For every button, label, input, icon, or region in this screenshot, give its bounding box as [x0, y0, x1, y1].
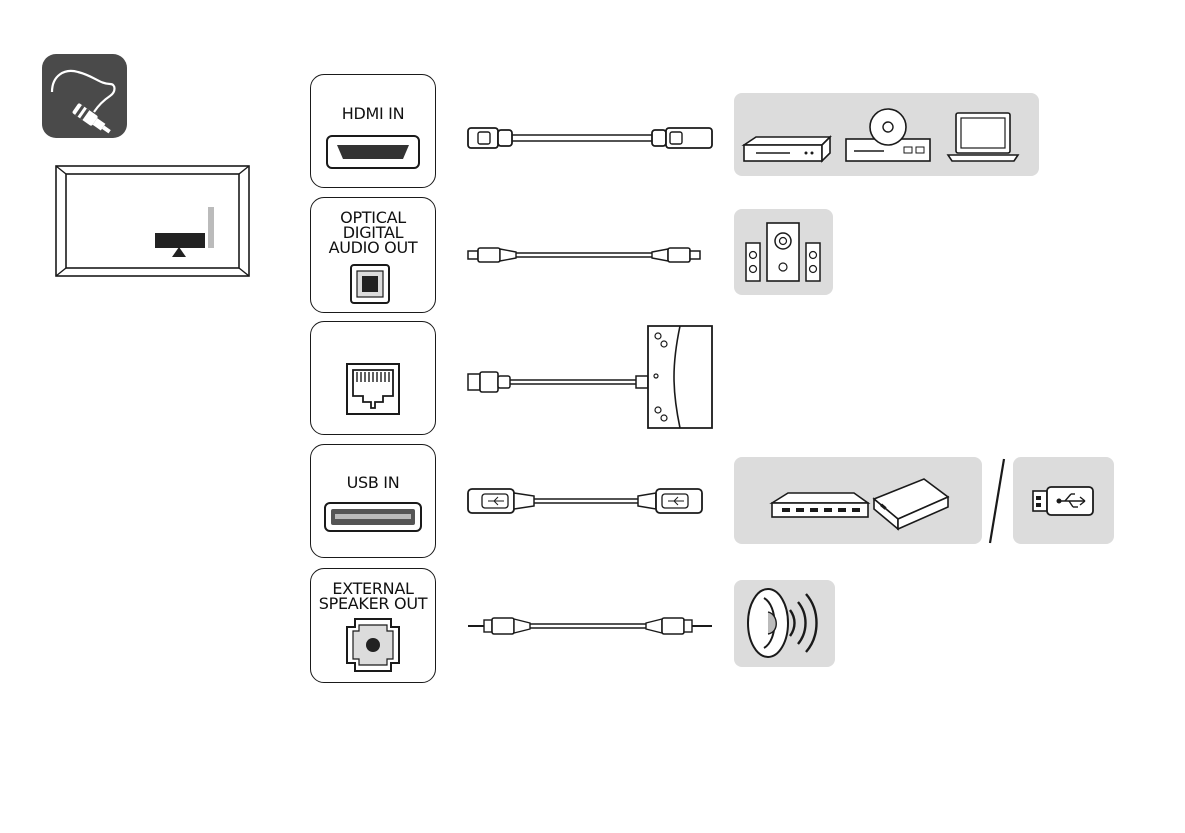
usb-devices-panel	[734, 457, 982, 544]
set-top-box-icon	[744, 137, 830, 161]
dvd-player-icon	[846, 109, 930, 161]
headphone-speaker-icon	[734, 580, 835, 667]
usb-in-port: USB IN	[310, 444, 436, 558]
headphone-jack-icon	[311, 569, 435, 682]
external-speaker-out-port: EXTERNAL SPEAKER OUT	[310, 568, 436, 683]
usb-flash-drive-icon	[1013, 457, 1114, 544]
ethernet-cable-icon	[466, 362, 656, 402]
hdmi-devices-panel	[734, 93, 1039, 176]
usb-flash-panel	[1013, 457, 1114, 544]
optical-audio-out-port: OPTICAL DIGITAL AUDIO OUT	[310, 197, 436, 313]
ethernet-port-icon	[311, 322, 435, 434]
wall-network-outlet-icon	[644, 324, 714, 430]
alternative-separator-icon	[988, 457, 1008, 547]
speaker-system-icon	[734, 209, 833, 295]
audio-devices-panel	[734, 209, 833, 295]
hdmi-port-icon	[311, 75, 435, 187]
optical-cable-icon	[466, 240, 716, 270]
speaker-device-panel	[734, 580, 835, 667]
hdmi-in-port: HDMI IN	[310, 74, 436, 188]
lan-port	[310, 321, 436, 435]
laptop-icon	[948, 113, 1018, 161]
tv-rear-panel-icon	[55, 165, 250, 277]
optical-port-icon	[311, 198, 435, 312]
hdmi-cable-icon	[466, 118, 716, 158]
audio-cable-icon	[466, 611, 716, 641]
usb-hub-icon	[772, 493, 868, 517]
cable-plug-icon	[42, 54, 127, 138]
usb-port-icon	[311, 445, 435, 557]
external-hard-drive-icon	[874, 479, 948, 529]
usb-cable-icon	[466, 481, 716, 521]
